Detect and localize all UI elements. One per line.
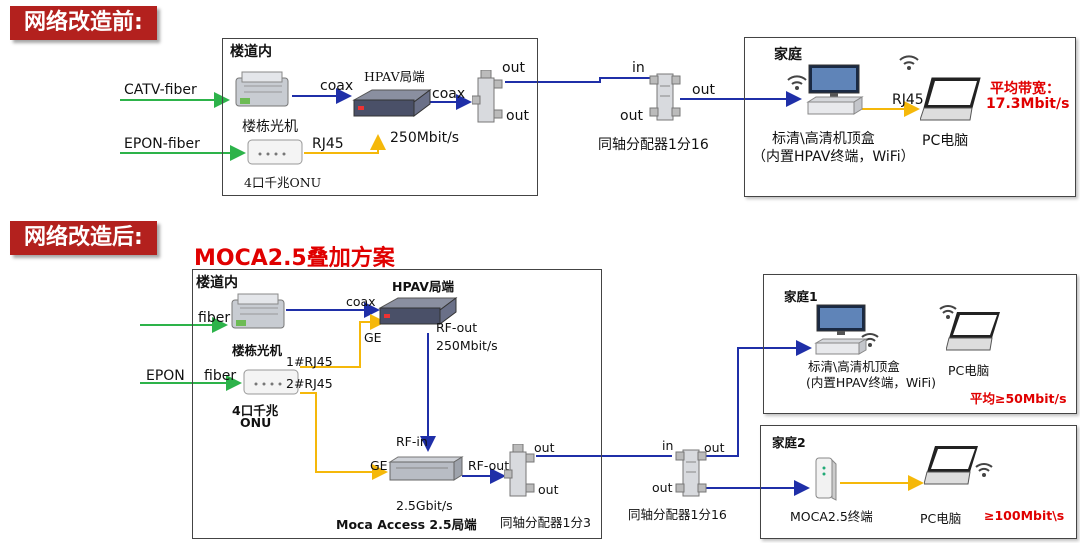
home-rj45-label: RJ45 xyxy=(892,92,924,108)
home1-box xyxy=(763,274,1077,414)
building-box-top xyxy=(222,38,538,196)
rj45-1-line xyxy=(300,314,386,368)
stb-line2-top: （内置HPAV终端，WiFi） xyxy=(752,149,915,165)
onu-line1: 4口千兆 xyxy=(232,403,279,418)
rj45-line xyxy=(304,134,386,154)
splitter16-label: 同轴分配器1分16 xyxy=(598,137,709,153)
moca-subtitle: MOCA2.5叠加方案 xyxy=(194,246,395,271)
laptop-icon xyxy=(919,76,984,124)
split-out2-label: out xyxy=(506,108,529,124)
pc-label-top: PC电脑 xyxy=(922,133,969,149)
splitter16-out-right-label: out xyxy=(692,82,715,98)
stb-icon xyxy=(804,96,864,116)
moca-terminal-label: MOCA2.5终端 xyxy=(790,509,873,524)
stb-icon xyxy=(812,338,868,356)
moca-terminal-icon xyxy=(812,456,838,502)
hpav-head-icon xyxy=(378,294,458,328)
fiber-label-2: fiber xyxy=(204,368,237,384)
wifi-icon xyxy=(786,72,808,92)
splitter16-in-label: in xyxy=(632,60,645,76)
avg-label-top: 平均带宽： xyxy=(990,81,1060,97)
splitter-3way-icon xyxy=(503,443,538,504)
to-home1-line xyxy=(700,340,812,457)
catv-fiber-label: CATV-fiber xyxy=(124,82,197,98)
building-box-bottom xyxy=(192,269,602,539)
stb-line2-bottom: (内置HPAV终端，WiFi) xyxy=(806,375,937,390)
home2-box xyxy=(760,425,1077,539)
split16-in-label: in xyxy=(662,438,674,453)
moca-access-label: Moca Access 2.5局端 xyxy=(336,517,477,532)
split-to-splitter-line xyxy=(505,77,650,83)
building-title-top: 楼道内 xyxy=(230,44,272,60)
stb-line1-bottom: 标清\高清机顶盒 xyxy=(808,359,900,374)
optical-node-label-bottom: 楼栋光机 xyxy=(232,343,283,358)
split-out1-label: out xyxy=(502,60,525,76)
building-title-bottom: 楼道内 xyxy=(196,275,238,291)
split16-out-right-label: out xyxy=(704,440,725,455)
after-banner: 网络改造后: xyxy=(10,221,157,255)
onu-line2: ONU xyxy=(240,415,272,430)
onu-label: 4口千兆ONU xyxy=(244,175,322,190)
laptop-icon xyxy=(923,444,980,488)
rj45-2-label: 2#RJ45 xyxy=(286,376,333,391)
onu-icon xyxy=(242,364,300,398)
rj45-1-label: 1#RJ45 xyxy=(286,354,333,369)
ge-label-2: GE xyxy=(370,458,388,473)
avg1-label: 平均≥50Mbit/s xyxy=(970,391,1067,406)
rf-in-label: RF-in xyxy=(396,434,428,449)
split16-label: 同轴分配器1分16 xyxy=(628,507,727,522)
laptop-icon xyxy=(945,310,1002,354)
rf-out-label: RF-out xyxy=(436,320,478,335)
rate-label-bottom: 250Mbit/s xyxy=(436,338,498,353)
wifi-icon xyxy=(898,52,920,72)
splitter16-out-left-label: out xyxy=(620,108,643,124)
avg-value-top: 17.3Mbit/s xyxy=(986,96,1070,112)
split16-out-left-label: out xyxy=(652,480,673,495)
coax-label-3: coax xyxy=(346,294,376,309)
rf-out2-label: RF-out xyxy=(468,458,510,473)
hpav-head-label-bottom: HPAV局端 xyxy=(392,279,454,294)
rj45-2-line xyxy=(300,392,388,480)
split3-label: 同轴分配器1分3 xyxy=(500,515,591,530)
before-banner: 网络改造前: xyxy=(10,6,157,40)
home2-title: 家庭2 xyxy=(772,435,806,450)
rj45-label-top: RJ45 xyxy=(312,136,344,152)
optical-node-icon xyxy=(228,290,288,334)
optical-node-label: 楼栋光机 xyxy=(242,119,298,135)
pc1-label: PC电脑 xyxy=(948,363,990,378)
home1-title: 家庭1 xyxy=(784,289,818,304)
rate-label-top: 250Mbit/s xyxy=(390,130,460,146)
coax-label-1: coax xyxy=(320,78,354,94)
split3-out1-label: out xyxy=(534,440,555,455)
wifi-icon xyxy=(938,302,958,320)
home-box-top xyxy=(744,37,1076,197)
split3-out2-label: out xyxy=(538,482,559,497)
hpav-head-icon xyxy=(352,86,432,120)
tv-icon xyxy=(816,304,866,336)
coax-label-2: coax xyxy=(432,86,466,102)
splitter-2way-icon xyxy=(471,69,506,130)
optical-node-icon xyxy=(232,68,292,112)
hpav-head-label: HPAV局端 xyxy=(364,69,425,84)
tv-icon xyxy=(808,64,860,98)
home-title-top: 家庭 xyxy=(774,47,802,63)
ge-label-1: GE xyxy=(364,330,382,345)
avg2-label: ≥100Mbit\s xyxy=(984,508,1065,523)
moca-access-icon xyxy=(388,456,464,482)
stb-line1-top: 标清\高清机顶盒 xyxy=(772,131,875,147)
epon-fiber-label: EPON-fiber xyxy=(124,136,200,152)
pc2-label: PC电脑 xyxy=(920,511,962,526)
epon-label: EPON xyxy=(146,368,185,384)
fiber-label: fiber xyxy=(198,310,231,326)
splitter-16way-icon xyxy=(648,66,682,128)
splitter-16way-icon xyxy=(674,442,708,504)
wifi-icon xyxy=(974,460,994,478)
onu-icon xyxy=(246,134,304,168)
moca-rate-label: 2.5Gbit/s xyxy=(396,498,453,513)
